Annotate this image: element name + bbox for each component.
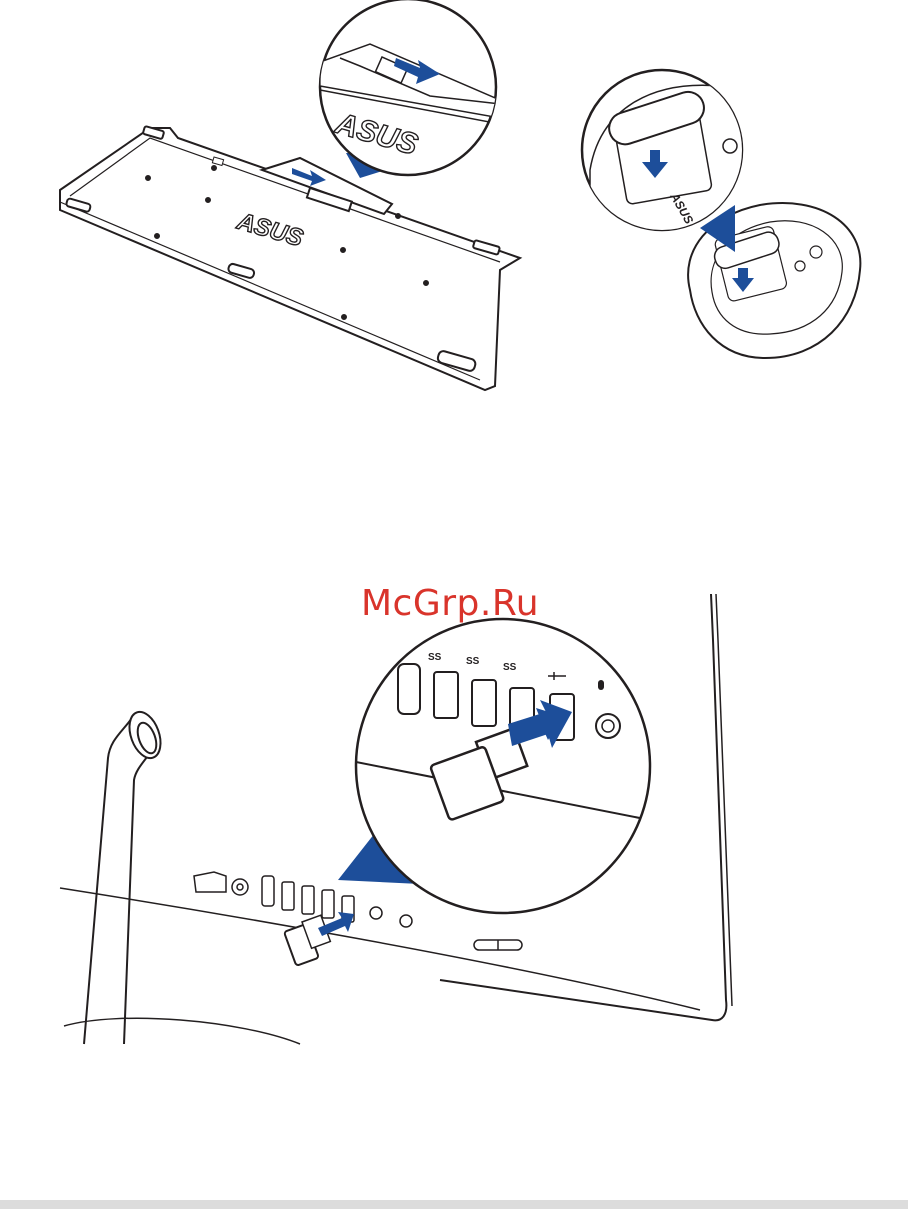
page-footer-bar: [0, 1200, 908, 1209]
usb3-label-2: SS: [466, 656, 480, 667]
usb3-label-1: SS: [428, 652, 442, 663]
lan-port: [194, 872, 226, 892]
watermark: McGrp.Ru: [361, 583, 539, 624]
keyboard-zoom-circle: ASUS: [320, 0, 500, 175]
usb-dongle-small: [284, 912, 354, 966]
keyboard-underside: [60, 126, 520, 390]
microphone-icon: [598, 680, 604, 690]
ports-zoom-circle: SS SS SS: [356, 619, 660, 913]
usb3-label-3: SS: [503, 662, 517, 673]
